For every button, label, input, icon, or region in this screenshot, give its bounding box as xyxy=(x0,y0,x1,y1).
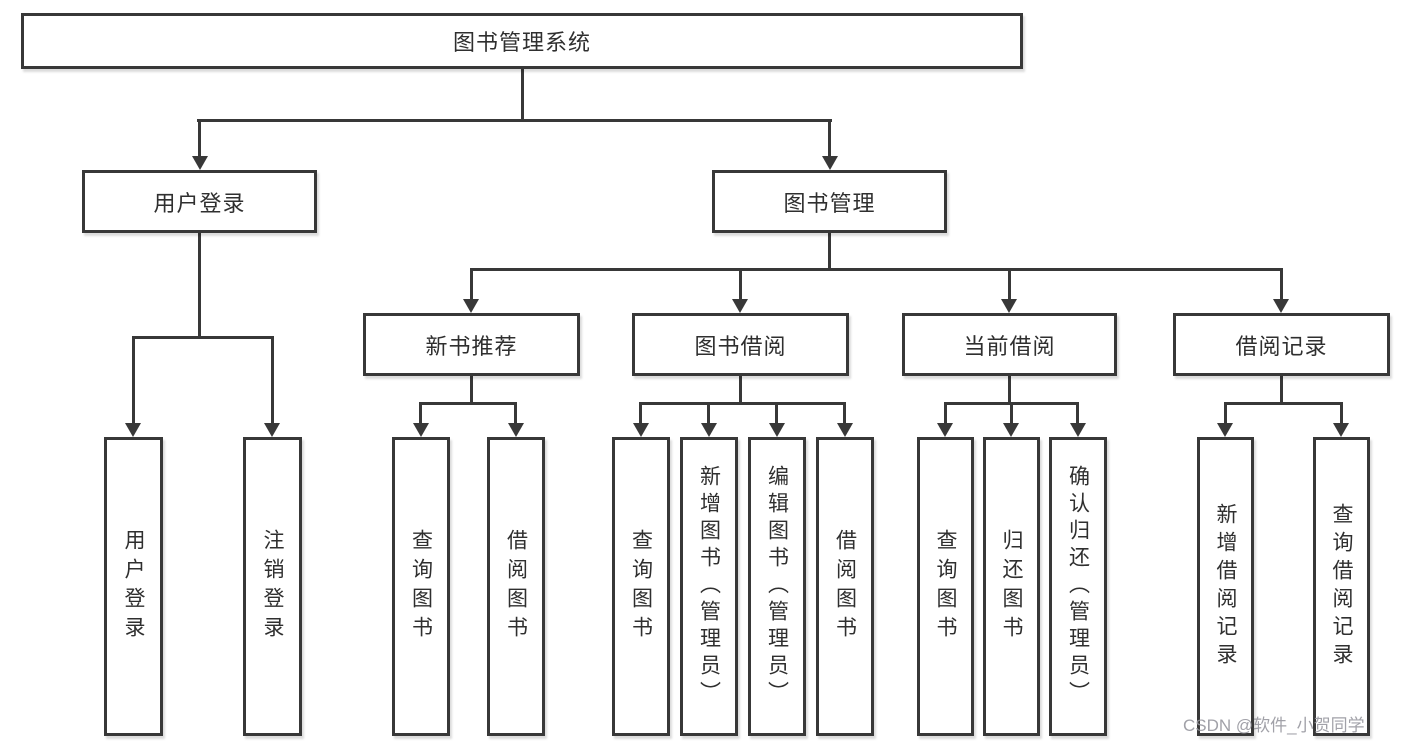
node-current-borrow-label: 当前借阅 xyxy=(963,333,1056,359)
connector-line xyxy=(739,268,742,302)
leaf-borrow-add-book-admin: 新增图书（管理员） xyxy=(680,437,738,736)
connector-line xyxy=(470,268,1283,271)
connector-line xyxy=(1340,402,1343,425)
connector-line xyxy=(198,231,201,337)
node-library-system-label: 图书管理系统 xyxy=(452,30,591,55)
leaf-current-confirm-return-admin: 确认归还（管理员） xyxy=(1049,437,1107,736)
arrow-down xyxy=(837,423,853,437)
node-book-management: 图书管理 xyxy=(712,170,947,233)
leaf-current-confirm-return-admin-label: 确认归还（管理员） xyxy=(1066,465,1090,708)
arrow-down xyxy=(508,423,524,437)
csdn-watermark: CSDN @软件_小贺同学 xyxy=(1183,716,1365,735)
leaf-borrow-edit-book-admin-label: 编辑图书（管理员） xyxy=(765,465,789,708)
arrow-down xyxy=(1273,299,1289,313)
connector-line xyxy=(419,402,422,425)
arrow-down xyxy=(192,156,208,170)
connector-line xyxy=(1224,402,1227,425)
connector-line xyxy=(1008,268,1011,302)
connector-line xyxy=(739,374,742,405)
leaf-records-query-record-label: 查询借阅记录 xyxy=(1330,502,1353,671)
arrow-down xyxy=(1003,423,1019,437)
node-current-borrow: 当前借阅 xyxy=(902,313,1117,376)
connector-line xyxy=(1010,402,1013,425)
connector-line xyxy=(521,66,524,122)
leaf-records-add-record-label: 新增借阅记录 xyxy=(1214,502,1237,671)
node-borrow-records: 借阅记录 xyxy=(1173,313,1390,376)
node-new-book-recommend: 新书推荐 xyxy=(363,313,580,376)
leaf-logout: 注销登录 xyxy=(243,437,302,736)
connector-line xyxy=(470,268,473,302)
connector-line xyxy=(1280,374,1283,405)
arrow-down xyxy=(1217,423,1233,437)
connector-line xyxy=(639,402,642,425)
node-new-book-recommend-label: 新书推荐 xyxy=(425,333,518,359)
node-library-system: 图书管理系统 xyxy=(21,13,1023,69)
connector-line xyxy=(419,402,517,405)
node-book-borrow: 图书借阅 xyxy=(632,313,849,376)
leaf-recommend-borrow-book-label: 借阅图书 xyxy=(504,528,528,645)
leaf-borrow-add-book-admin-label: 新增图书（管理员） xyxy=(697,465,721,708)
leaf-recommend-borrow-book: 借阅图书 xyxy=(487,437,545,736)
connector-line xyxy=(944,402,947,425)
node-book-borrow-label: 图书借阅 xyxy=(694,333,787,359)
connector-line xyxy=(639,402,846,405)
leaf-user-login: 用户登录 xyxy=(104,437,163,736)
leaf-records-query-record: 查询借阅记录 xyxy=(1313,437,1370,736)
connector-line xyxy=(843,402,846,425)
arrow-down xyxy=(937,423,953,437)
arrow-down xyxy=(822,156,838,170)
leaf-recommend-query-book: 查询图书 xyxy=(392,437,450,736)
connector-line xyxy=(828,231,831,270)
arrow-down xyxy=(125,423,141,437)
connector-line xyxy=(197,119,832,122)
leaf-current-query-book-label: 查询图书 xyxy=(934,528,957,645)
connector-line xyxy=(470,374,473,405)
node-user-login-label: 用户登录 xyxy=(153,190,246,216)
leaf-records-add-record: 新增借阅记录 xyxy=(1197,437,1254,736)
arrow-down xyxy=(264,423,280,437)
leaf-borrow-borrow-book-label: 借阅图书 xyxy=(833,528,857,645)
arrow-down xyxy=(413,423,429,437)
leaf-logout-label: 注销登录 xyxy=(261,528,284,645)
leaf-user-login-label: 用户登录 xyxy=(122,528,145,645)
arrow-down xyxy=(1333,423,1349,437)
connector-line xyxy=(1280,268,1283,302)
leaf-current-query-book: 查询图书 xyxy=(917,437,974,736)
connector-line xyxy=(514,402,517,425)
arrow-down xyxy=(769,423,785,437)
leaf-borrow-query-book: 查询图书 xyxy=(612,437,670,736)
arrow-down xyxy=(1001,299,1017,313)
node-book-management-label: 图书管理 xyxy=(783,190,876,216)
arrow-down xyxy=(1070,423,1086,437)
connector-line xyxy=(1076,402,1079,425)
connector-line xyxy=(198,119,201,159)
leaf-current-return-book: 归还图书 xyxy=(983,437,1040,736)
connector-line xyxy=(271,336,274,424)
leaf-current-return-book-label: 归还图书 xyxy=(1000,528,1023,645)
connector-line xyxy=(1008,374,1011,405)
arrow-down xyxy=(701,423,717,437)
connector-line xyxy=(132,336,274,339)
leaf-recommend-query-book-label: 查询图书 xyxy=(409,528,433,645)
arrow-down xyxy=(633,423,649,437)
connector-line xyxy=(775,402,778,425)
leaf-borrow-borrow-book: 借阅图书 xyxy=(816,437,874,736)
node-borrow-records-label: 借阅记录 xyxy=(1235,333,1328,359)
leaf-borrow-edit-book-admin: 编辑图书（管理员） xyxy=(748,437,806,736)
connector-line xyxy=(828,119,831,159)
connector-line xyxy=(1224,402,1343,405)
leaf-borrow-query-book-label: 查询图书 xyxy=(629,528,653,645)
node-user-login: 用户登录 xyxy=(82,170,317,233)
connector-line xyxy=(707,402,710,425)
arrow-down xyxy=(732,299,748,313)
arrow-down xyxy=(463,299,479,313)
connector-line xyxy=(132,336,135,424)
